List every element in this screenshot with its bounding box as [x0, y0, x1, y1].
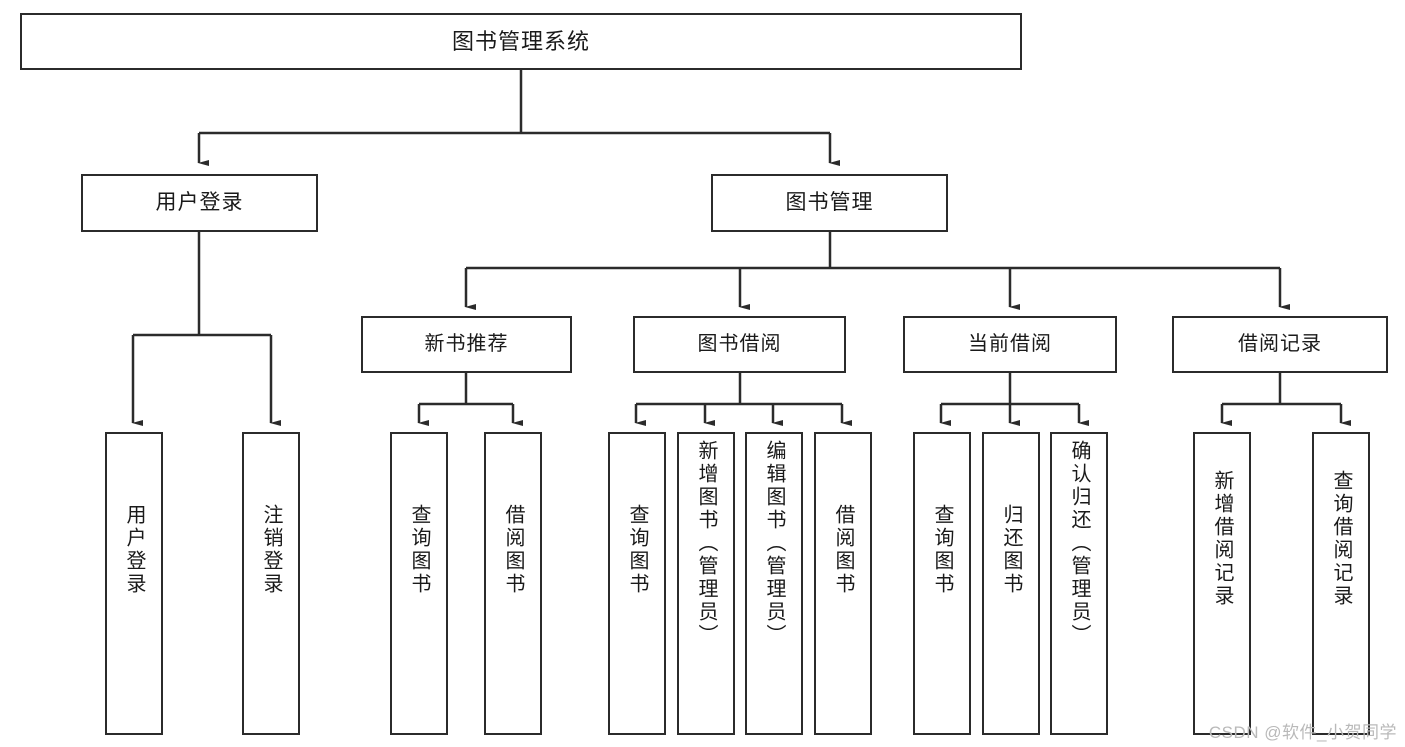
node-leaf-add-record-label: 新增借阅记录 [1211, 470, 1233, 608]
node-book-borrow-label: 图书借阅 [697, 333, 782, 355]
node-leaf-add-book-label: 新增图书（管理员） [695, 440, 717, 647]
node-leaf-edit-book[interactable]: 编辑图书（管理员） [745, 432, 803, 735]
node-leaf-confirm-return-label: 确认归还（管理员） [1068, 440, 1090, 647]
node-leaf-query-book-1[interactable]: 查询图书 [390, 432, 448, 735]
node-leaf-query-book-2[interactable]: 查询图书 [608, 432, 666, 735]
node-leaf-confirm-return[interactable]: 确认归还（管理员） [1050, 432, 1108, 735]
node-leaf-return-book[interactable]: 归还图书 [982, 432, 1040, 735]
watermark: CSDN @软件_小贺同学 [1208, 723, 1397, 742]
node-leaf-add-book[interactable]: 新增图书（管理员） [677, 432, 735, 735]
node-book-borrow[interactable]: 图书借阅 [633, 316, 846, 373]
node-new-book-recommend[interactable]: 新书推荐 [361, 316, 572, 373]
node-root-label: 图书管理系统 [451, 28, 590, 54]
node-leaf-edit-book-label: 编辑图书（管理员） [763, 440, 785, 647]
node-leaf-query-record[interactable]: 查询借阅记录 [1312, 432, 1370, 735]
node-leaf-return-book-label: 归还图书 [1000, 504, 1022, 596]
node-leaf-query-book-3[interactable]: 查询图书 [913, 432, 971, 735]
node-root[interactable]: 图书管理系统 [20, 13, 1022, 70]
node-leaf-borrow-book-1[interactable]: 借阅图书 [484, 432, 542, 735]
node-leaf-borrow-book-1-label: 借阅图书 [502, 504, 524, 596]
node-user-login[interactable]: 用户登录 [81, 174, 318, 232]
node-leaf-add-record[interactable]: 新增借阅记录 [1193, 432, 1251, 735]
node-current-borrow[interactable]: 当前借阅 [903, 316, 1117, 373]
node-leaf-query-book-3-label: 查询图书 [931, 504, 953, 596]
node-leaf-query-book-1-label: 查询图书 [408, 504, 430, 596]
node-current-borrow-label: 当前借阅 [968, 333, 1052, 355]
node-leaf-borrow-book-2-label: 借阅图书 [832, 504, 854, 596]
node-leaf-query-record-label: 查询借阅记录 [1330, 470, 1352, 608]
node-leaf-query-book-2-label: 查询图书 [626, 504, 648, 596]
node-borrow-record-label: 借阅记录 [1238, 333, 1322, 355]
node-leaf-borrow-book-2[interactable]: 借阅图书 [814, 432, 872, 735]
node-leaf-user-login-label: 用户登录 [123, 504, 145, 596]
node-book-manage-label: 图书管理 [785, 190, 874, 214]
node-new-book-recommend-label: 新书推荐 [424, 333, 509, 355]
node-borrow-record[interactable]: 借阅记录 [1172, 316, 1388, 373]
node-leaf-logout-login-label: 注销登录 [260, 504, 282, 596]
node-book-manage[interactable]: 图书管理 [711, 174, 948, 232]
node-leaf-logout-login[interactable]: 注销登录 [242, 432, 300, 735]
node-user-login-label: 用户登录 [155, 190, 244, 214]
node-leaf-user-login[interactable]: 用户登录 [105, 432, 163, 735]
